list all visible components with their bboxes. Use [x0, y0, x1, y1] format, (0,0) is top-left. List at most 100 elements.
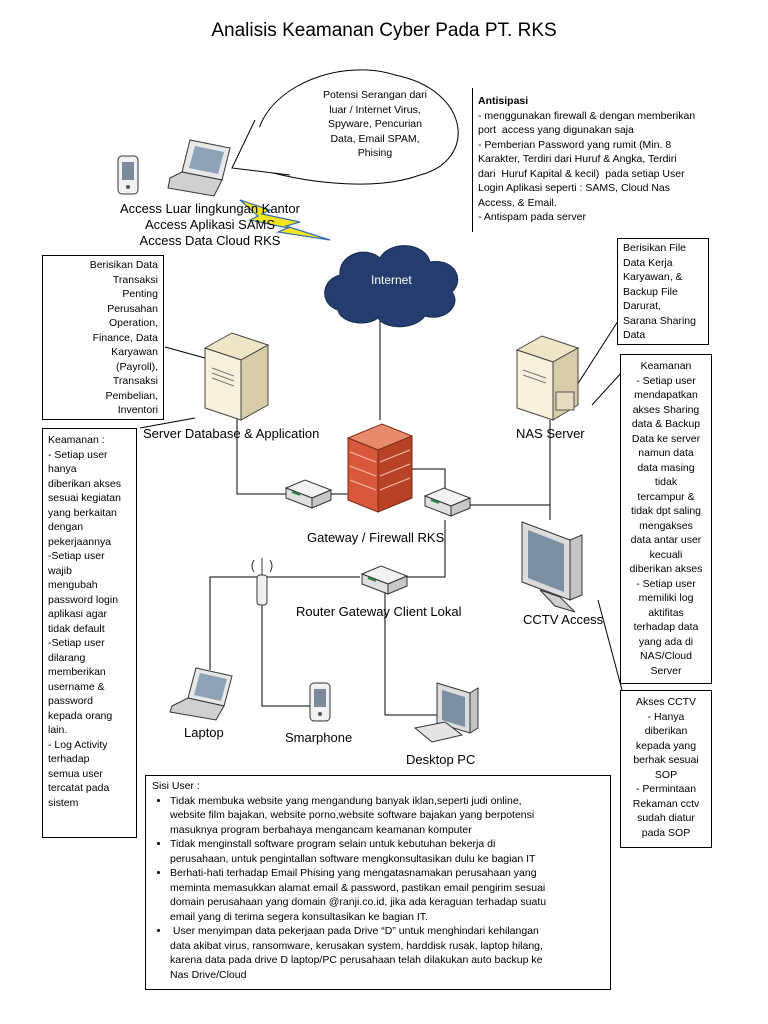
user-rule-line: Tidak menginstall software program selai…	[170, 838, 496, 850]
user-rule-line: masuknya program berbahaya mengancam kea…	[170, 823, 472, 836]
user-rule-line: perusahaan, untuk pengintallan software …	[170, 852, 536, 865]
left-security-line: Keamanan :	[48, 434, 105, 446]
threat-line: Spyware, Pencurian	[328, 118, 422, 130]
db-info-line: Transaksi	[112, 375, 158, 387]
threat-line: Phising	[357, 147, 393, 159]
db-info-line: Berisikan Data	[89, 259, 158, 271]
nas-info-line: Sarana Sharing	[623, 314, 696, 327]
left-security-line: -Setiap user	[48, 637, 105, 649]
user-rule-line: User menyimpan data pekerjaan pada Drive…	[170, 925, 539, 937]
cctv-info-line: Akses CCTV	[635, 696, 697, 708]
left-security-line: aplikasi agar	[48, 608, 107, 620]
right-security-line: memiliki log	[638, 592, 694, 604]
nas-info-line: Darurat,	[623, 300, 661, 312]
lightning-icon	[239, 199, 331, 241]
cctv-label: CCTV Access	[523, 612, 604, 627]
db-info-line: Finance, Data	[92, 331, 158, 344]
wifi-antenna-icon	[251, 558, 273, 606]
user-rule-line: data akibat virus, ransomware, kerusakan…	[170, 939, 543, 952]
db-info-line: Transaksi	[112, 273, 158, 286]
laptop-top-icon	[167, 139, 231, 197]
internet-cloud-icon	[324, 245, 459, 328]
nas-server-icon	[515, 335, 580, 421]
left-security-line: pekerjaannya	[48, 535, 112, 548]
user-rule-item: User menyimpan data pekerjaan pada Drive…	[170, 924, 604, 982]
right-security-line: Keamanan	[640, 360, 692, 372]
right-security-line: aktifitas	[648, 606, 684, 619]
antisipasi-line: - menggunakan firewall & dengan memberik…	[478, 109, 696, 122]
cctv-info-line: diberikan	[644, 725, 688, 737]
user-rule-item: Berhati-hati terhadap Email Phising yang…	[170, 866, 604, 924]
external-access-line: Access Aplikasi SAMS	[144, 217, 276, 232]
line-firewall-gateway2	[410, 468, 446, 488]
server-database-icon	[203, 332, 270, 421]
cctv-info-line: pada SOP	[641, 826, 691, 839]
line-db-security	[139, 417, 196, 429]
antisipasi-heading: Antisipasi	[478, 95, 529, 107]
cctv-info-line: SOP	[654, 768, 678, 781]
external-access-line: Access Luar lingkungan Kantor	[120, 201, 300, 216]
nas-info-line: Backup File	[623, 285, 678, 298]
antisipasi-line: Access, & Email.	[478, 196, 557, 209]
left-security-line: password login	[48, 593, 119, 606]
nas-info-line: Data	[623, 329, 646, 341]
cctv-monitor-icon	[521, 521, 583, 613]
line-db-info	[164, 346, 206, 359]
external-access-label: Access Luar lingkungan Kantor Access Apl…	[95, 201, 325, 249]
line-router-desktop	[384, 590, 437, 716]
internet-label: Internet	[371, 273, 412, 287]
user-rule-line: Tidak membuka website yang mengandung ba…	[170, 794, 522, 807]
left-security-line: semua user	[48, 767, 103, 780]
db-info-line: Operation,	[108, 317, 158, 329]
user-rule-item: Tidak menginstall software program selai…	[170, 837, 604, 866]
right-security-line: akses Sharing	[632, 403, 700, 416]
left-security-line: lain.	[48, 724, 68, 736]
left-security-line: tercatat pada	[48, 782, 110, 794]
left-security-line: username &	[48, 680, 105, 693]
left-security-line: password	[48, 695, 93, 707]
threat-line: Data, Email SPAM,	[330, 132, 420, 145]
left-security-line: mengubah	[48, 579, 98, 591]
right-security-line: Server	[650, 664, 682, 677]
line-router-laptop	[209, 576, 360, 670]
user-rule-line: website film bajakan, website porno,webs…	[170, 809, 535, 821]
desktop-label: Desktop PC	[406, 752, 476, 767]
nas-info-line: Berisikan File	[623, 242, 687, 254]
db-info-box: Berisikan Data Transaksi Penting Perusah…	[42, 255, 164, 420]
left-security-line: tidak default	[48, 622, 105, 635]
right-security-line: data & Backup	[631, 418, 701, 430]
antisipasi-box: Antisipasi - menggunakan firewall & deng…	[472, 88, 738, 232]
right-security-line: terhadap data	[633, 621, 699, 633]
user-rule-line: Nas Drive/Cloud	[170, 968, 247, 981]
gateway-router-right-icon	[423, 487, 472, 517]
right-security-line: NAS/Cloud	[640, 650, 692, 662]
right-security-line: data antar user	[630, 534, 702, 546]
cctv-info-line: kepada yang	[635, 739, 697, 752]
threat-line: Potensi Serangan dari	[323, 89, 427, 101]
page-title: Analisis Keamanan Cyber Pada PT. RKS	[211, 20, 557, 41]
right-security-line: - Setiap user	[636, 577, 696, 590]
user-rule-line: karena data pada drive D laptop/PC perus…	[170, 954, 543, 966]
gateway-label: Gateway / Firewall RKS	[307, 530, 445, 545]
external-access-line: Access Data Cloud RKS	[139, 233, 281, 248]
line-cctv-info	[597, 599, 623, 691]
db-info-line: Perusahan	[107, 302, 158, 315]
right-security-line: - Setiap user	[636, 374, 696, 387]
line-gateway2-router	[400, 520, 446, 578]
user-rules-heading: Sisi User :	[152, 780, 200, 792]
cctv-info-line: berhak sesuai	[633, 754, 699, 766]
left-security-line: - Log Activity	[48, 738, 108, 751]
user-rules-list: Tidak membuka website yang mengandung ba…	[152, 794, 604, 983]
right-security-box: Keamanan - Setiap user mendapatkan akses…	[620, 354, 712, 684]
nas-server-label: NAS Server	[516, 426, 585, 441]
smartphone-label: Smarphone	[285, 730, 353, 745]
server-db-label: Server Database & Application	[143, 426, 320, 441]
right-security-line: mendapatkan	[634, 389, 698, 401]
threat-text: Potensi Serangan dari luar / Internet Vi…	[300, 88, 450, 161]
firewall-icon	[346, 423, 414, 513]
nas-info-box: Berisikan File Data Kerja Karyawan, & Ba…	[617, 238, 709, 345]
cctv-info-line: - Permintaan	[635, 783, 697, 795]
right-security-line: data masing	[637, 461, 695, 474]
threat-line: luar / Internet Virus,	[329, 103, 421, 116]
user-rules-box: Sisi User : Tidak membuka website yang m…	[145, 775, 611, 990]
